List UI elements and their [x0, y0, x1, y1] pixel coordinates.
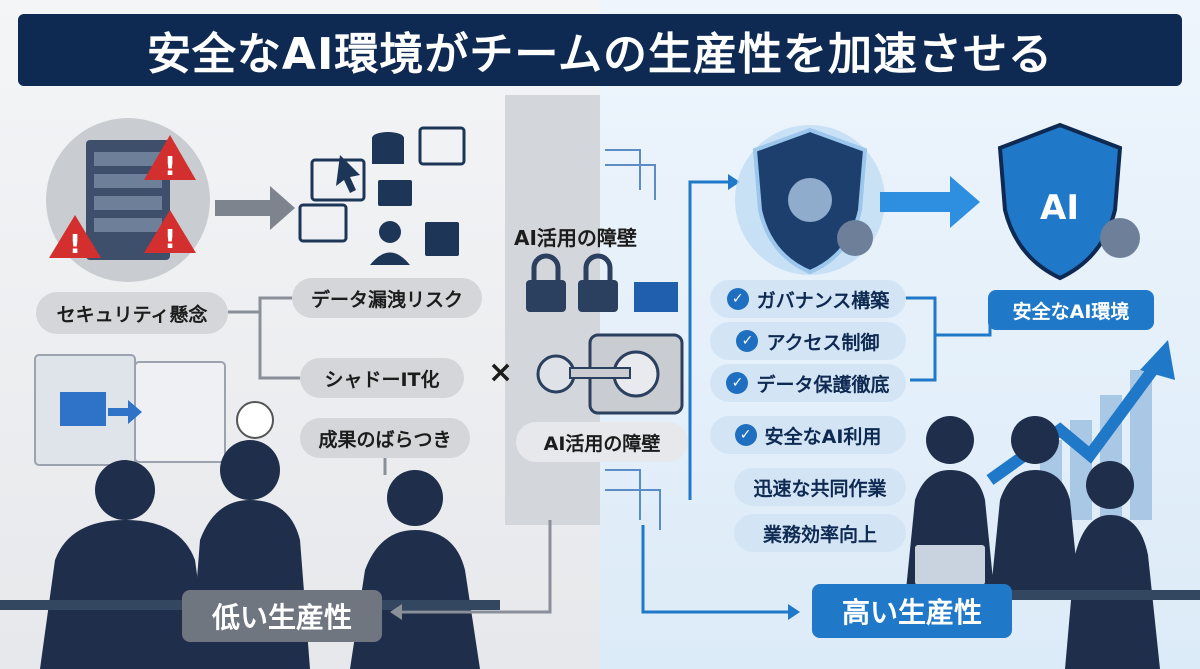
check-icon: ✓ [726, 288, 749, 310]
ai-barrier-label-top: AI活用の障壁 [514, 226, 637, 250]
glowing-shield-icon [735, 125, 885, 275]
measure-governance-label: ガバナンス構築 [756, 289, 890, 312]
ai-barrier-label-bottom: AI活用の障壁 [516, 422, 688, 462]
measure-access-control-label: アクセス制御 [766, 331, 880, 354]
svg-text:!: ! [164, 225, 176, 255]
key-and-safe-icon [536, 333, 684, 415]
check-icon: ✓ [726, 372, 749, 394]
shield-ai-text: AI [1040, 188, 1079, 228]
benefit-efficiency: 業務効率向上 [734, 514, 906, 552]
risk-data-leak: データ漏洩リスク [292, 278, 482, 318]
data-flow-icons [298, 126, 466, 265]
svg-text:!: ! [69, 230, 81, 260]
check-icon: ✓ [734, 424, 757, 446]
left-flow-arrow [215, 186, 295, 230]
measure-access-control: ✓ アクセス制御 [710, 322, 906, 360]
times-symbol: × [488, 355, 514, 390]
page-title: 安全なAI環境がチームの生産性を加速させる [18, 14, 1182, 86]
locks-icon [526, 253, 678, 312]
measure-safe-ai-use: ✓ 安全なAI利用 [710, 416, 906, 454]
low-productivity-badge: 低い生産性 [182, 590, 382, 642]
documents-illustration [34, 354, 274, 466]
benefit-fast-collaboration: 迅速な共同作業 [734, 468, 906, 506]
risk-shadow-it: シャドーIT化 [300, 358, 464, 398]
right-flow-arrow [880, 176, 980, 228]
check-icon: ✓ [736, 330, 759, 352]
measure-safe-ai-use-label: 安全なAI利用 [764, 425, 882, 448]
svg-text:!: ! [164, 152, 176, 182]
left-connector-lines [228, 296, 552, 620]
security-concern-label: セキュリティ懸念 [36, 292, 228, 334]
ai-shield-icon [997, 122, 1140, 281]
high-productivity-badge: 高い生産性 [812, 584, 1012, 638]
risk-inconsistent-results: 成果のばらつき [300, 418, 470, 458]
safe-ai-environment-label: 安全なAI環境 [988, 290, 1154, 330]
server-warning-icon: ! ! ! [46, 118, 210, 282]
measure-data-protection-label: データ保護徹底 [756, 373, 890, 396]
measure-data-protection: ✓ データ保護徹底 [710, 364, 906, 402]
measure-governance: ✓ ガバナンス構築 [710, 280, 906, 318]
collaborating-team-silhouettes [850, 416, 1200, 669]
circuit-lines [605, 149, 661, 530]
